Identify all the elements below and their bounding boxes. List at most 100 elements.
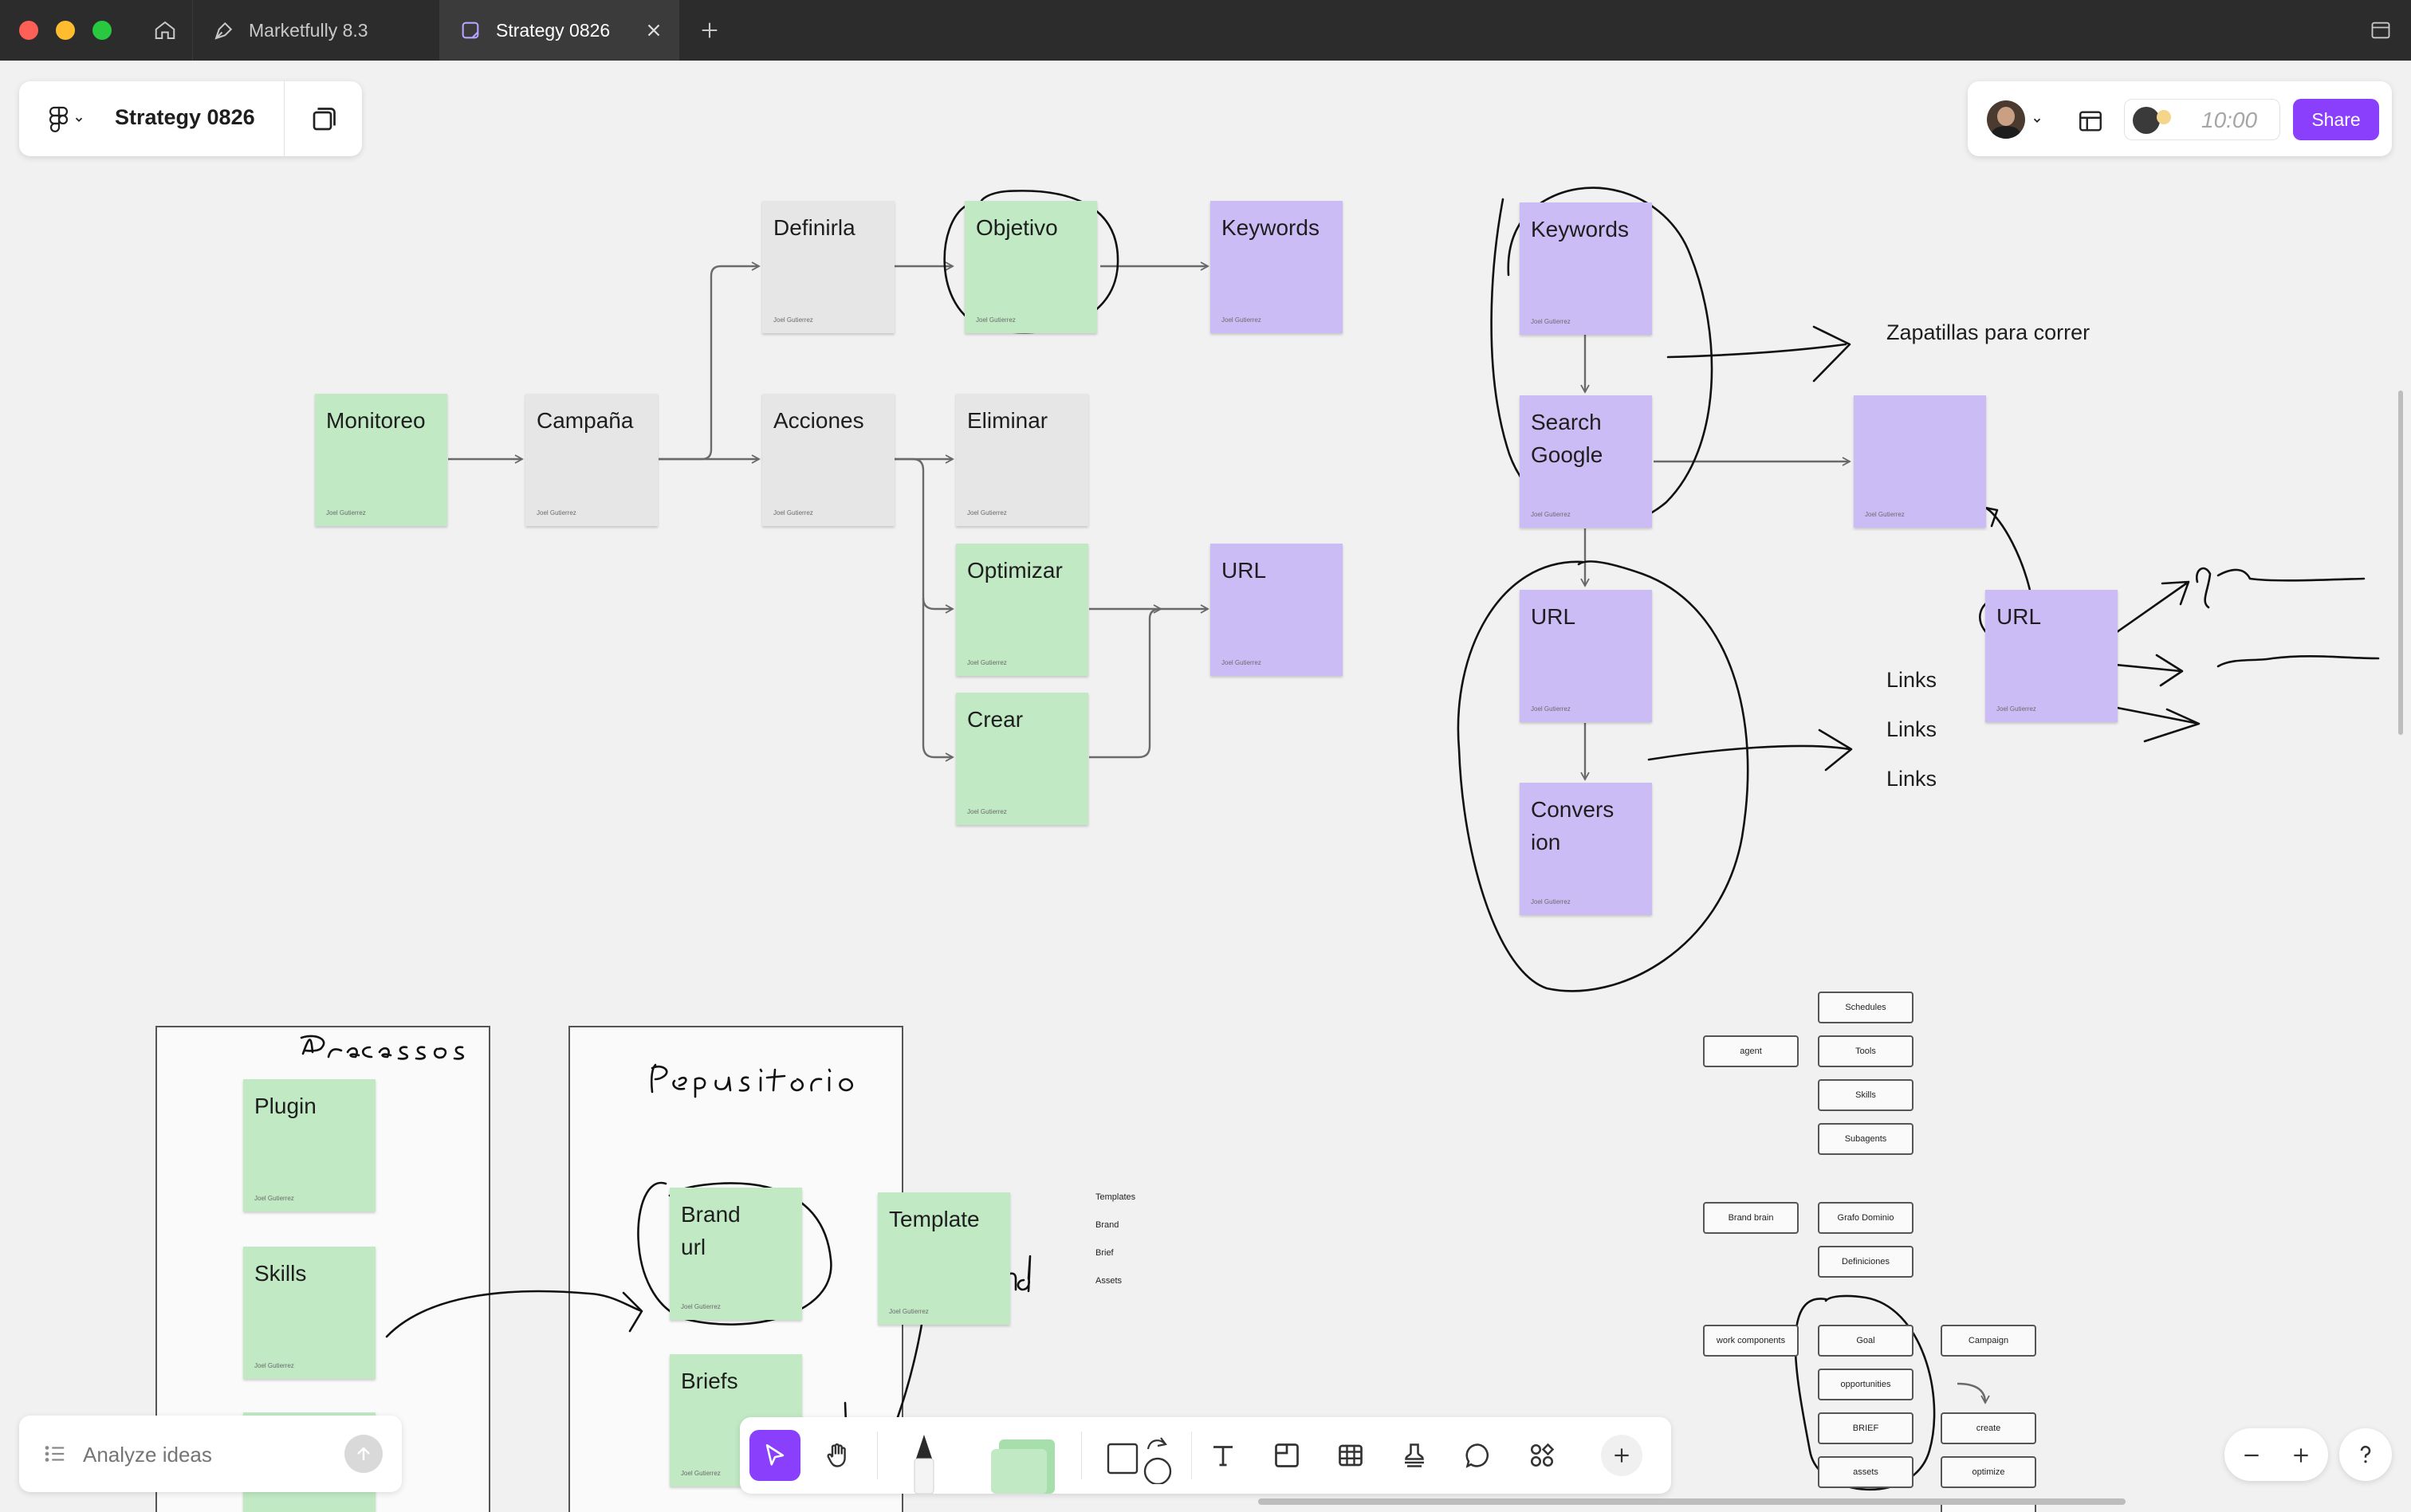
layout-button[interactable]: [2075, 105, 2106, 137]
text-templates[interactable]: Templates: [1095, 1192, 1136, 1202]
note-author: Joel Gutierrez: [1996, 705, 2036, 713]
divider: [284, 81, 285, 156]
note-author: Joel Gutierrez: [889, 1308, 929, 1316]
avatar-body: [1992, 126, 2020, 139]
tab-label: Marketfully 8.3: [249, 19, 368, 41]
marker-tool[interactable]: [896, 1420, 952, 1494]
home-tab[interactable]: [137, 0, 193, 61]
timer-widget[interactable]: 10:00: [2124, 99, 2280, 140]
text-zapatillas[interactable]: Zapatillas para correr: [1886, 320, 2090, 344]
stamp-tool[interactable]: [1395, 1436, 1434, 1475]
tab-strategy[interactable]: Strategy 0826: [440, 0, 679, 61]
box-skills[interactable]: Skills: [1818, 1079, 1913, 1111]
text-tool[interactable]: [1204, 1436, 1242, 1475]
sidebar-toggle-button[interactable]: [2365, 14, 2397, 46]
shape-tool[interactable]: [1100, 1430, 1172, 1484]
table-tool[interactable]: [1331, 1436, 1370, 1475]
submit-button[interactable]: [344, 1435, 383, 1473]
file-name[interactable]: Strategy 0826: [115, 105, 255, 129]
text-links[interactable]: Links: [1886, 668, 1937, 692]
tab-marketfully[interactable]: Marketfully 8.3: [193, 0, 440, 61]
sticky-note-tool[interactable]: [979, 1433, 1067, 1494]
note-text: Briefs: [681, 1369, 738, 1393]
box-campaign[interactable]: Campaign: [1941, 1325, 2036, 1357]
box-definiciones[interactable]: Definiciones: [1818, 1246, 1913, 1278]
note-author: Joel Gutierrez: [681, 1303, 721, 1311]
comment-tool[interactable]: [1459, 1436, 1497, 1475]
note-text: Keywords: [1531, 217, 1629, 242]
close-tab-icon[interactable]: [643, 20, 664, 41]
zoom-in-button[interactable]: [2283, 1438, 2319, 1473]
zoom-out-button[interactable]: [2234, 1438, 2269, 1473]
sticky-note-blank[interactable]: Joel Gutierrez: [1854, 395, 1986, 528]
maximize-window-button[interactable]: [92, 21, 112, 40]
note-text: URL: [1996, 604, 2042, 629]
box-grafo-dominio[interactable]: Grafo Dominio: [1818, 1202, 1913, 1234]
note-author: Joel Gutierrez: [326, 509, 366, 517]
sticky-note-url-3[interactable]: URL Joel Gutierrez: [1985, 590, 2118, 722]
main-menu-button[interactable]: [43, 105, 91, 134]
share-button[interactable]: Share: [2293, 99, 2379, 140]
box-subagents[interactable]: Subagents: [1818, 1123, 1913, 1155]
select-tool[interactable]: [749, 1430, 800, 1481]
panel-icon: [2371, 22, 2390, 39]
more-tools-button[interactable]: [1601, 1435, 1642, 1476]
box-create[interactable]: create: [1941, 1412, 2036, 1444]
box-tools[interactable]: Tools: [1818, 1035, 1913, 1067]
section-tool[interactable]: [1268, 1436, 1306, 1475]
pages-button[interactable]: [308, 104, 340, 135]
analyze-ideas-input[interactable]: [81, 1438, 340, 1471]
hand-tool[interactable]: [812, 1430, 863, 1481]
note-text: URL: [1221, 558, 1267, 583]
text-links[interactable]: Links: [1886, 767, 1937, 791]
box-agent[interactable]: agent: [1703, 1035, 1799, 1067]
circle-brand-url: [637, 1181, 832, 1325]
avatar[interactable]: [1987, 100, 2025, 139]
text-links[interactable]: Links: [1886, 717, 1937, 741]
box-schedules[interactable]: Schedules: [1818, 992, 1913, 1023]
note-author: Joel Gutierrez: [1531, 705, 1571, 713]
box-brand-brain[interactable]: Brand brain: [1703, 1202, 1799, 1234]
vertical-scrollbar[interactable]: [2398, 391, 2403, 735]
box-assets[interactable]: assets: [1818, 1456, 1913, 1488]
box-brief[interactable]: BRIEF: [1818, 1412, 1913, 1444]
note-author: Joel Gutierrez: [1865, 511, 1905, 519]
text-assets[interactable]: Assets: [1095, 1276, 1123, 1286]
text-brand[interactable]: Brand: [1095, 1220, 1119, 1230]
text-icon: [1213, 1446, 1233, 1467]
box-opportunities[interactable]: opportunities: [1818, 1369, 1913, 1400]
help-button[interactable]: [2339, 1428, 2392, 1481]
text-brief[interactable]: Brief: [1095, 1248, 1114, 1258]
note-author: Joel Gutierrez: [1221, 659, 1261, 667]
new-tab-button[interactable]: [694, 14, 726, 46]
widgets-tool[interactable]: [1523, 1436, 1561, 1475]
minimize-window-button[interactable]: [56, 21, 75, 40]
analyze-ideas-panel: [19, 1416, 402, 1492]
box-goal[interactable]: Goal: [1818, 1325, 1913, 1357]
figjam-file-icon: [462, 22, 479, 39]
chevron-down-icon[interactable]: [2031, 115, 2043, 126]
sticky-note-url[interactable]: URL Joel Gutierrez: [1210, 544, 1343, 676]
horizontal-scrollbar[interactable]: [1258, 1498, 2126, 1505]
box-work-components[interactable]: work components: [1703, 1325, 1799, 1357]
close-window-button[interactable]: [19, 21, 38, 40]
box-optimize[interactable]: optimize: [1941, 1456, 2036, 1488]
